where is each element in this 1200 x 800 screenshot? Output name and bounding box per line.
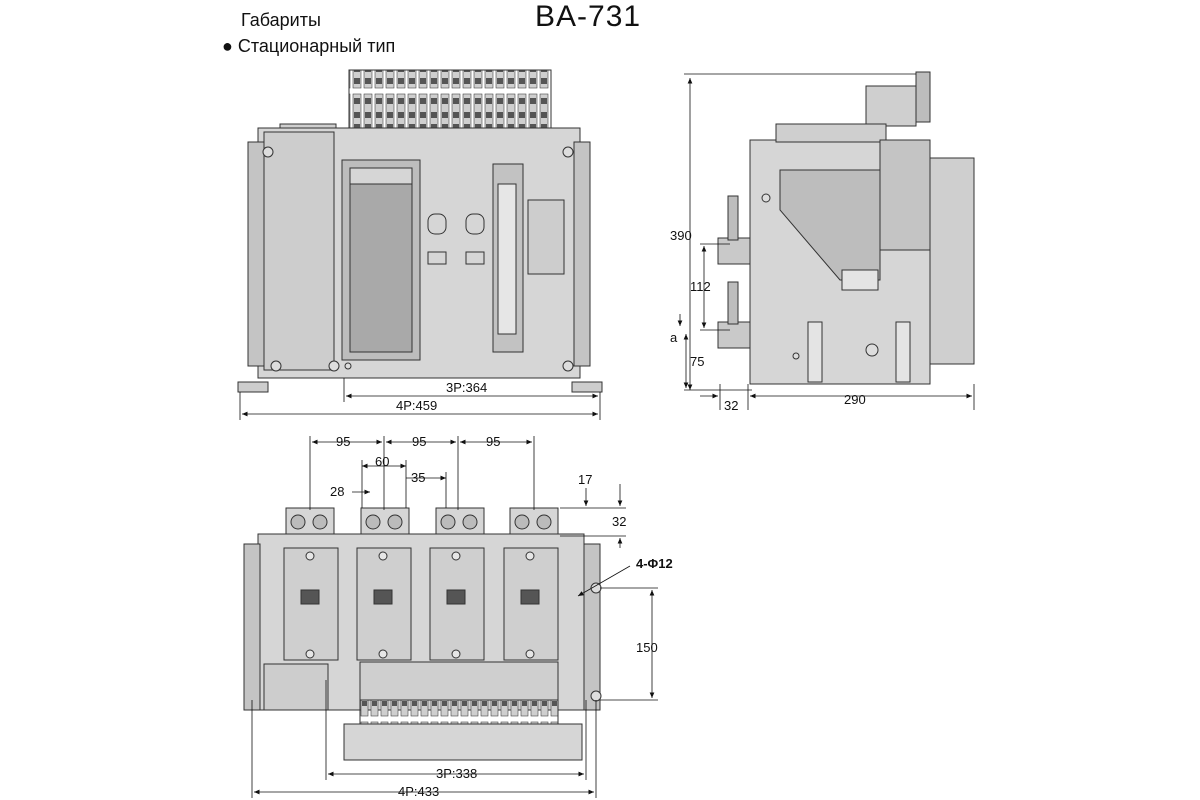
top-view	[243, 507, 602, 761]
page-title: Габариты	[241, 10, 321, 30]
side-view	[717, 71, 975, 385]
pad-width-label: 60	[375, 454, 389, 469]
depth-label: 290	[844, 392, 866, 407]
right-side-plate	[573, 141, 591, 367]
front-cover	[929, 157, 975, 365]
mounting-holes-label: 4-Φ12	[636, 556, 673, 571]
bottom-offset-label: 75	[690, 354, 704, 369]
top-dimensions	[251, 436, 658, 798]
left-side-plate	[247, 141, 265, 367]
width-3p-label: 3P:364	[446, 380, 487, 395]
pad-depth-label: 32	[612, 514, 626, 529]
mounting-type-label: ● Стационарный тип	[222, 36, 396, 56]
front-dimensions	[239, 378, 601, 420]
mount-spacing-label: 150	[636, 640, 658, 655]
terminal-spacing-label: 112	[690, 279, 711, 294]
model-title: BA-731	[535, 0, 642, 33]
pitch-2-label: 95	[412, 434, 426, 449]
front-offset-label: 32	[724, 398, 738, 413]
pitch-3-label: 95	[486, 434, 500, 449]
secondary-terminal-block	[348, 69, 552, 129]
offset-a-label: a	[670, 330, 678, 345]
mount-4p-label: 4P:433	[398, 784, 439, 799]
side-dimensions	[677, 73, 975, 410]
front-view	[237, 69, 603, 393]
slot-offset-label: 35	[411, 470, 425, 485]
pad-offset-label: 28	[330, 484, 344, 499]
pitch-1-label: 95	[336, 434, 350, 449]
upper-terminal	[717, 237, 751, 265]
off-button	[465, 213, 485, 235]
pad-overhang-label: 17	[578, 472, 592, 487]
mount-3p-label: 3P:338	[436, 766, 477, 781]
width-4p-label: 4P:459	[396, 398, 437, 413]
height-label: 390	[670, 228, 692, 243]
lower-terminal	[717, 321, 751, 349]
on-button	[427, 213, 447, 235]
